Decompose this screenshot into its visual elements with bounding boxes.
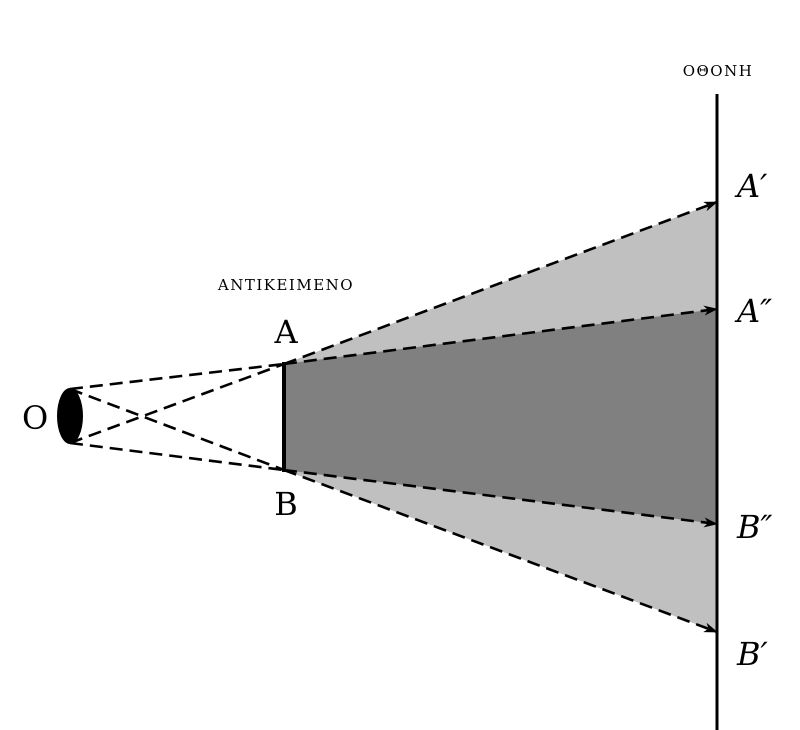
ray-source-top-to-a <box>69 362 285 391</box>
screen-label: ΟΘΟΝΗ <box>683 62 754 80</box>
light-source <box>57 388 83 444</box>
ray-b-to-b-prime <box>283 468 718 634</box>
a-double-prime-label: A″ <box>734 292 772 330</box>
ray-source-bottom-to-b <box>69 441 285 472</box>
source-label: O <box>22 399 48 437</box>
b-prime-label: B′ <box>736 635 769 673</box>
ray-source-top-to-b <box>69 387 285 472</box>
b-double-prime-label: B″ <box>736 508 773 546</box>
point-a-label: A <box>273 313 298 351</box>
ray-a-to-a-double-prime <box>283 305 718 366</box>
ray-source-bottom-to-a <box>69 362 285 445</box>
object-label: ΑΝΤΙΚΕΙΜΕΝΟ <box>217 276 354 294</box>
point-b-label: B <box>274 485 298 523</box>
ray-b-to-b-double-prime <box>283 468 718 528</box>
ray-a-to-a-prime <box>283 200 718 366</box>
a-prime-label: A′ <box>734 167 768 205</box>
umbra-region <box>284 309 717 524</box>
